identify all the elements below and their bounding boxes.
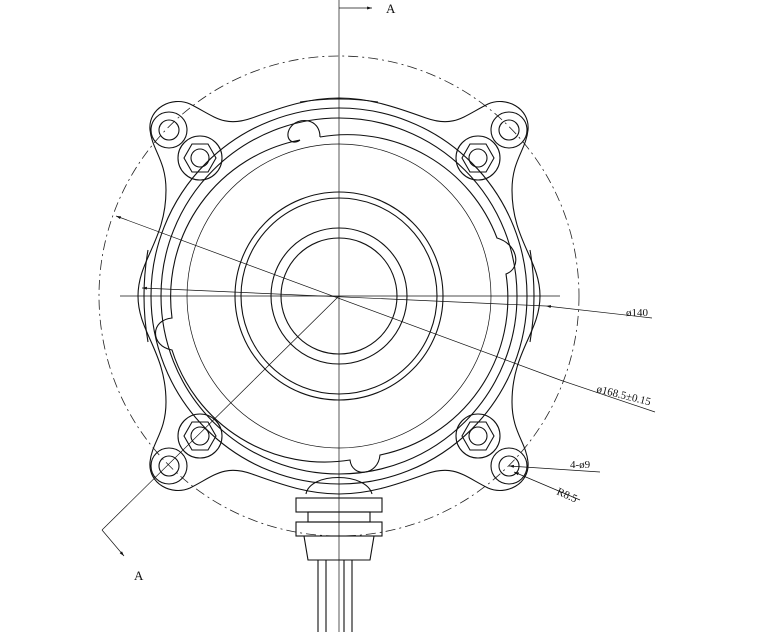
dim-holes: 4-ø9 (570, 459, 591, 471)
mounting-bolt-circle (98, 55, 580, 537)
dimension-lines (115, 215, 656, 501)
knurled-edge (143, 98, 535, 343)
hex-nuts (177, 135, 501, 459)
housing-outer-ring (150, 107, 528, 485)
hub-ring-3 (270, 227, 408, 365)
dim-outer-diameter: ø168.5±0.15 (595, 383, 652, 408)
dim-radius: R8.5 (555, 486, 580, 506)
section-label-bottom: A (134, 568, 144, 583)
hub-ring-2 (240, 197, 438, 395)
cable-gland (295, 477, 383, 632)
housing-notched-ring (155, 120, 517, 473)
hub-ring-outer (234, 191, 444, 401)
section-label-top: A (386, 1, 396, 16)
dim-inner-diameter: ø140 (626, 307, 649, 319)
mounting-holes (150, 111, 528, 485)
housing-ring-4 (186, 143, 492, 449)
center-lines (120, 0, 560, 632)
section-cut-line (101, 6, 372, 557)
hub-ring-inner (280, 237, 398, 355)
housing-ring-2 (160, 117, 518, 475)
